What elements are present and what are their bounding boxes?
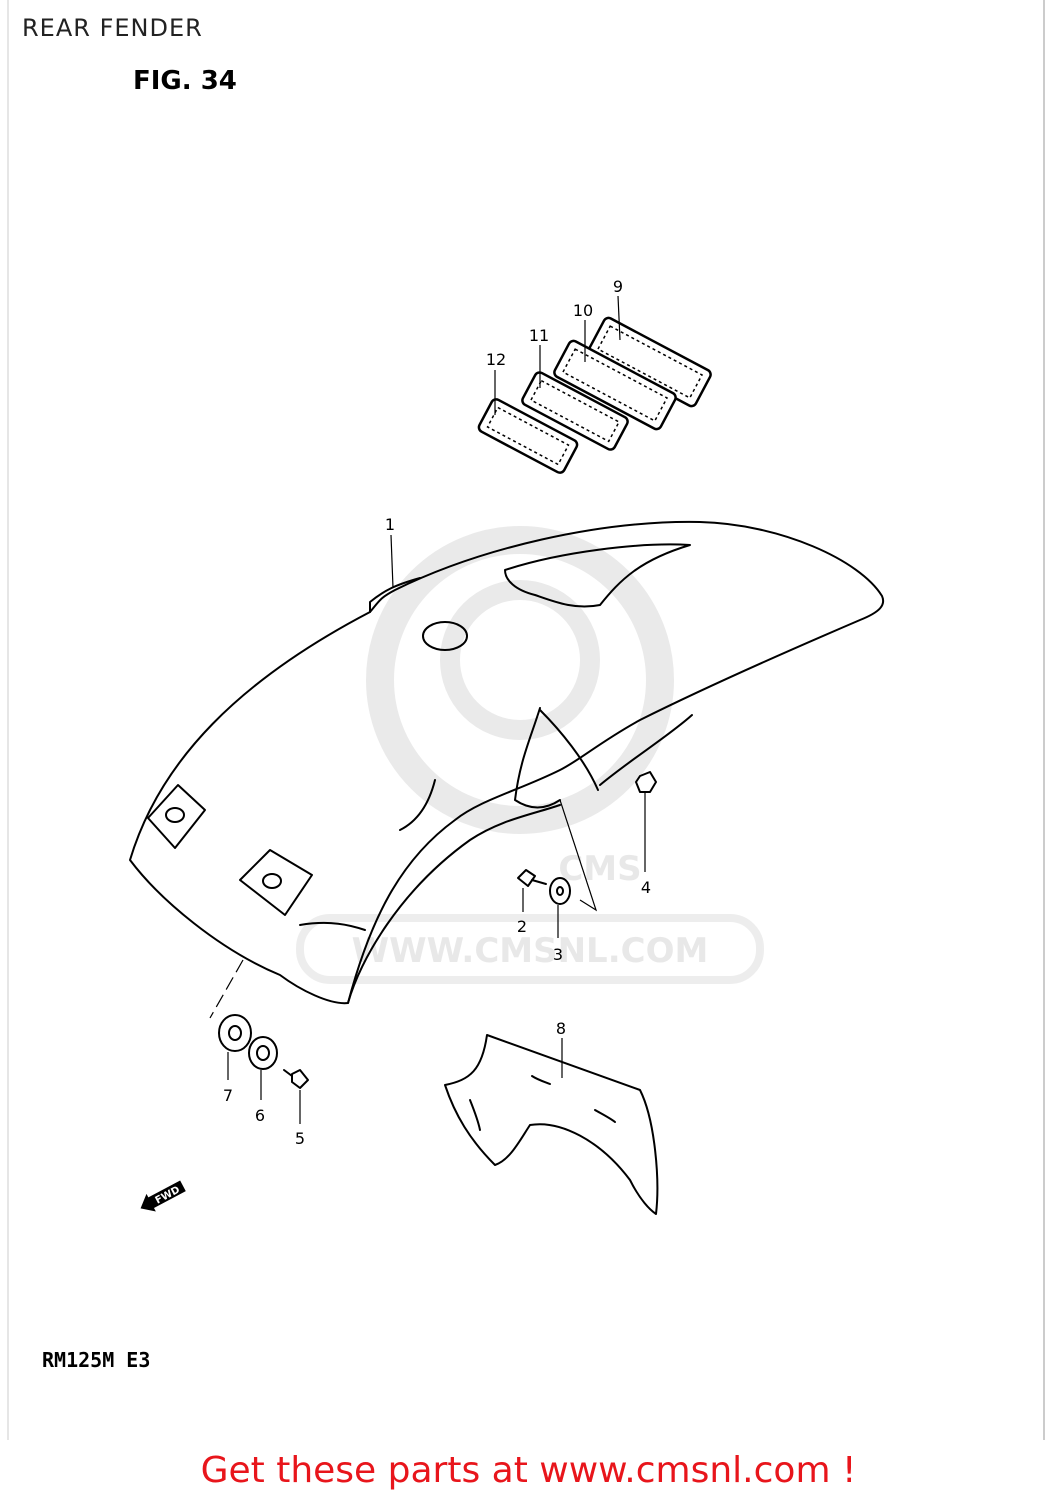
figure-label: FIG. 34 <box>133 66 237 96</box>
page-title: REAR FENDER <box>22 14 203 42</box>
decal-12 <box>477 398 579 474</box>
washer-7 <box>218 1014 252 1052</box>
bolt-2 <box>517 869 547 887</box>
forward-arrow-icon: FWD <box>140 1180 186 1212</box>
callout-2: 2 <box>517 917 527 936</box>
callout-4: 4 <box>641 878 651 897</box>
rear-fender <box>129 520 885 1005</box>
leader-lines <box>227 295 646 1124</box>
fender-mount-tab <box>147 784 206 849</box>
decal-10 <box>553 339 677 431</box>
decal-set <box>477 316 712 474</box>
fender-mount-tab <box>239 849 313 916</box>
mud-flap-8 <box>444 1034 659 1215</box>
collar-6 <box>248 1036 278 1070</box>
bolt-5 <box>283 1069 309 1089</box>
watermark-text: WWW.CMSNL.COM <box>352 931 709 971</box>
callout-8: 8 <box>556 1019 566 1038</box>
watermark-logo-text: CMS <box>558 849 641 889</box>
nut-4 <box>635 771 657 793</box>
washer-3 <box>549 877 571 905</box>
callout-5: 5 <box>295 1129 305 1148</box>
callout-1: 1 <box>385 515 395 534</box>
callout-12: 12 <box>486 350 506 369</box>
decal-11 <box>521 371 629 451</box>
callout-11: 11 <box>529 326 549 345</box>
model-code: RM125M E3 <box>42 1348 151 1372</box>
callout-3: 3 <box>553 945 563 964</box>
callout-7: 7 <box>223 1086 233 1105</box>
cta-link-text[interactable]: Get these parts at www.cmsnl.com ! <box>200 1450 857 1491</box>
callout-10: 10 <box>573 301 593 320</box>
callout-9: 9 <box>613 277 623 296</box>
callout-6: 6 <box>255 1106 265 1125</box>
